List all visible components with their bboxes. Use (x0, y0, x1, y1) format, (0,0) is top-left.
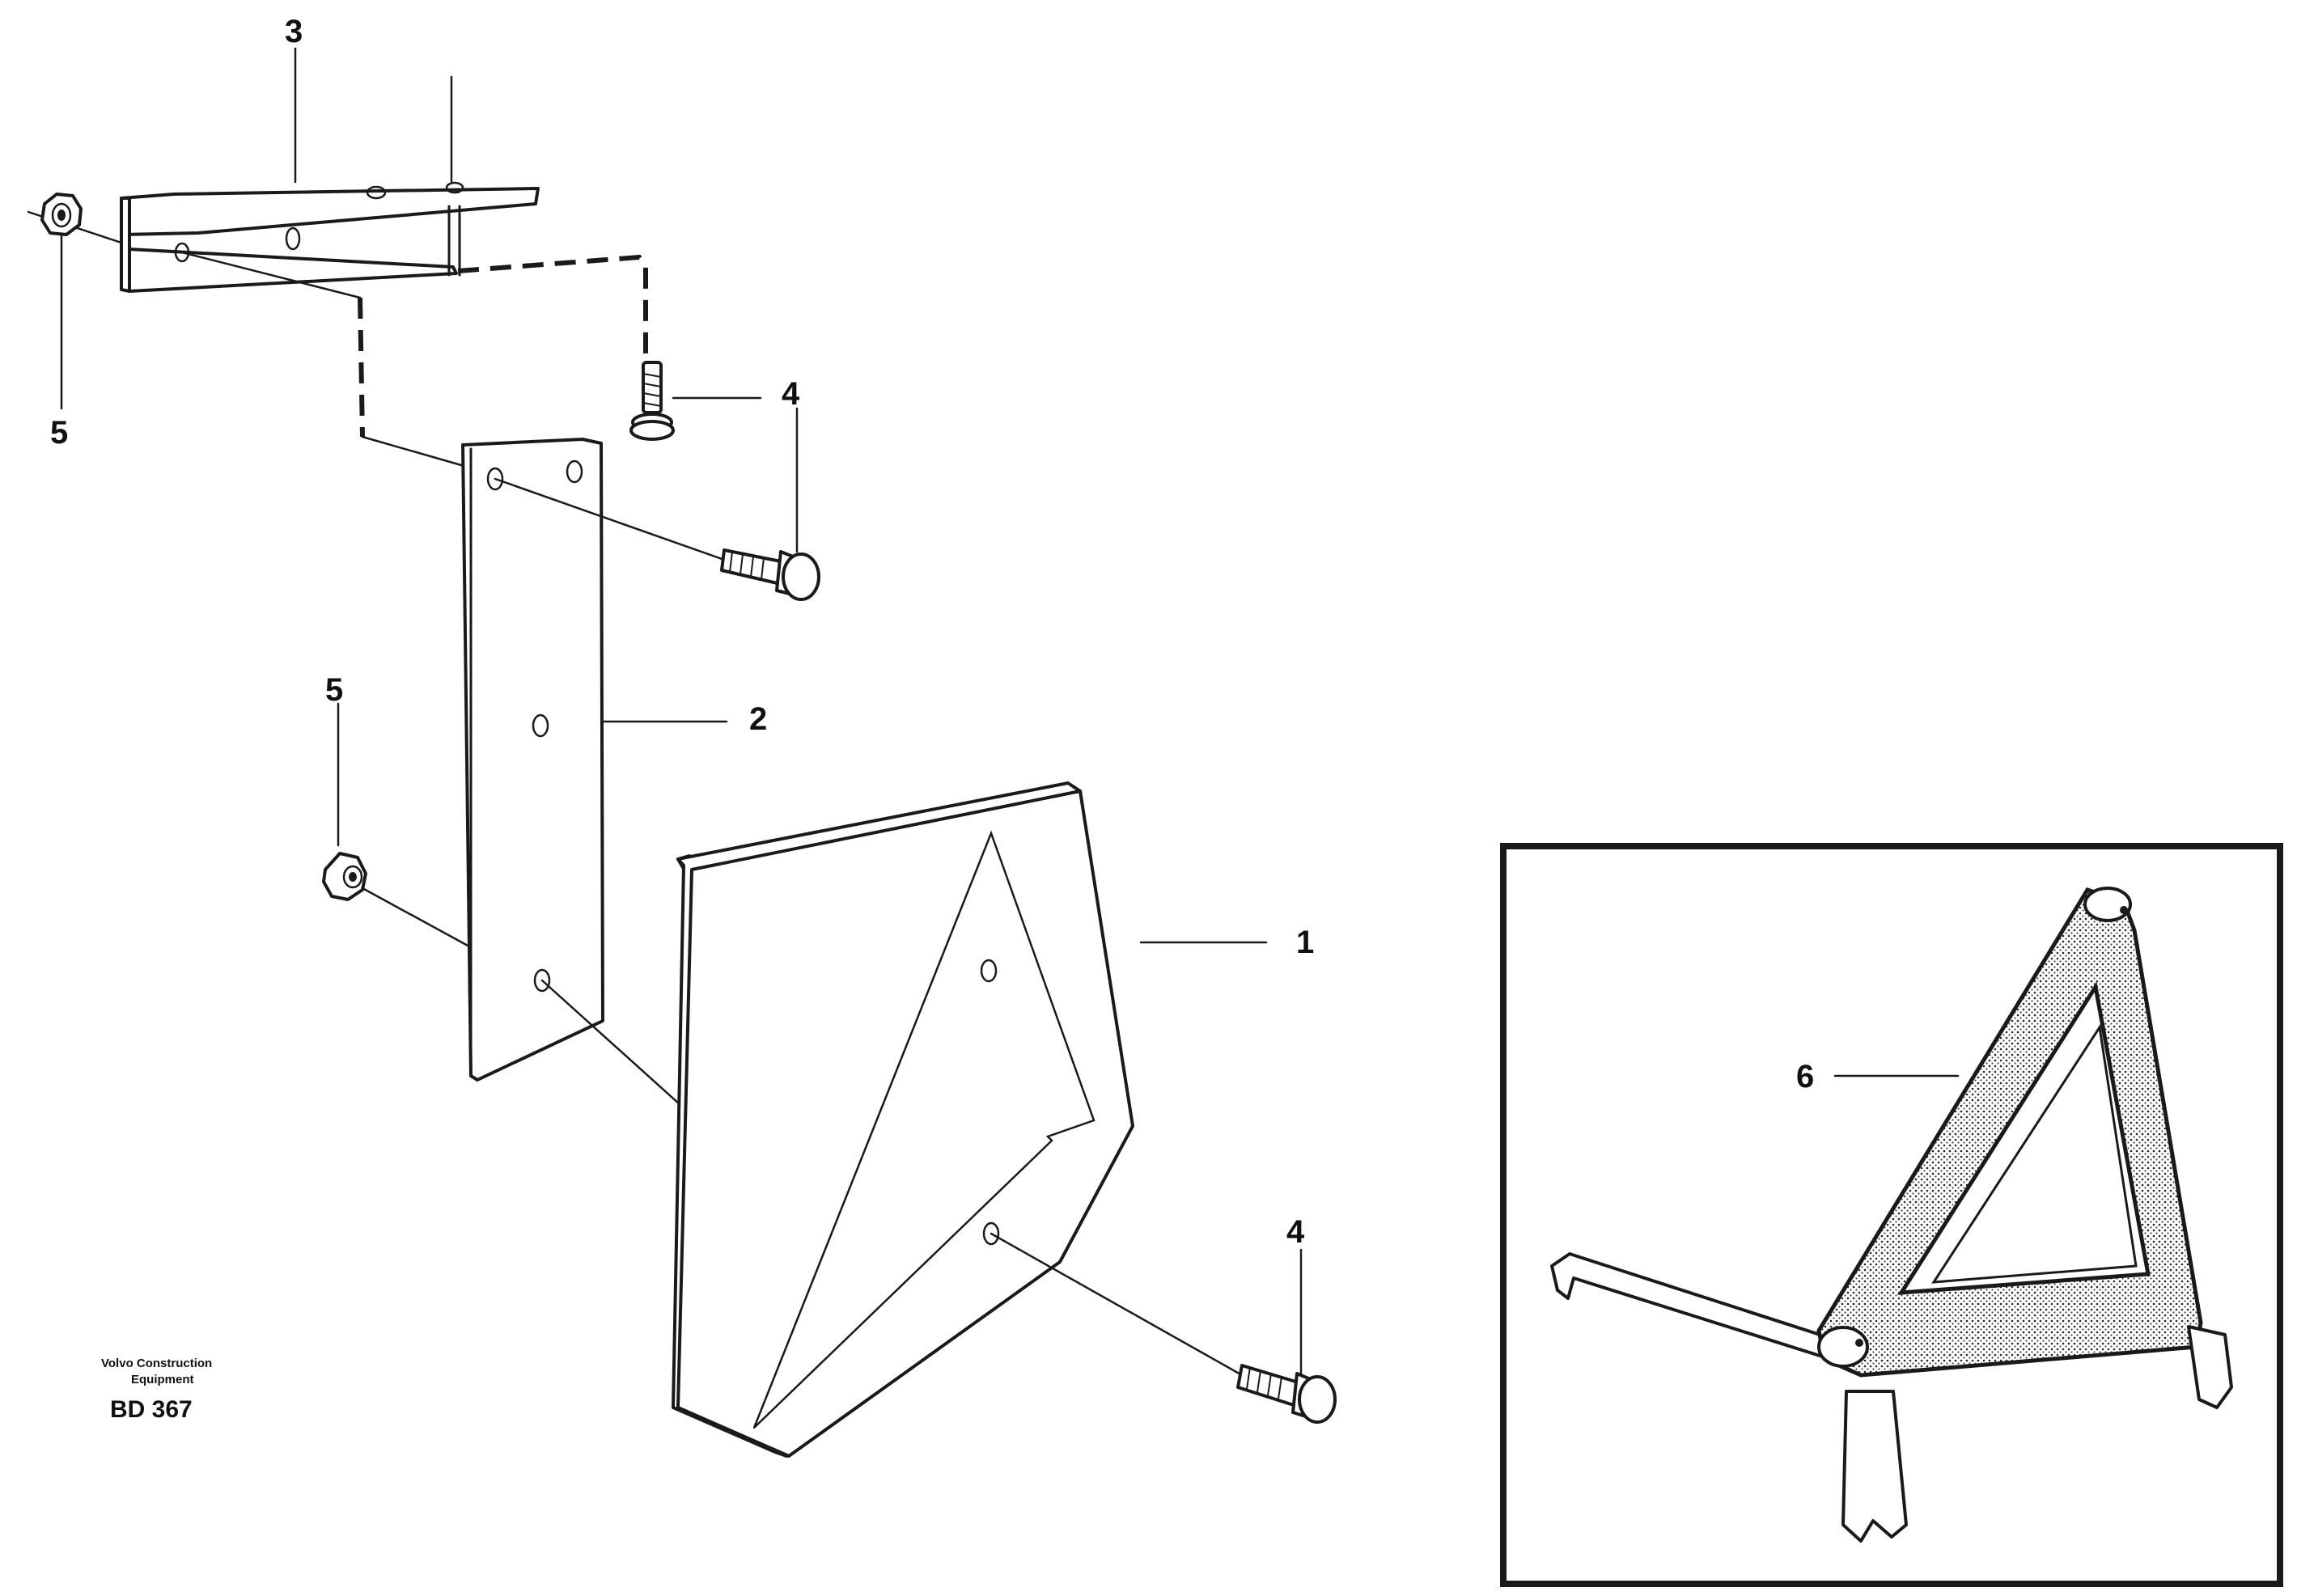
angle-bracket-icon (120, 181, 540, 293)
callout-1: 1 (1296, 925, 1314, 960)
callout-6: 6 (1796, 1059, 1814, 1094)
screw-icon (629, 361, 675, 441)
mounting-strip-icon (461, 438, 604, 1082)
warning-triangle-icon (1550, 887, 2233, 1543)
screw-icon (1236, 1364, 1337, 1424)
screw-icon (720, 548, 820, 601)
nut-icon (322, 852, 367, 901)
company-name-line1: Volvo Construction (101, 1357, 212, 1370)
nut-icon (40, 193, 83, 236)
callout-4-upper: 4 (782, 376, 800, 412)
company-name-line2: Equipment (131, 1373, 194, 1386)
callout-3: 3 (285, 14, 303, 49)
reflector-plate-icon (672, 781, 1134, 1458)
drawing-code: BD 367 (110, 1396, 193, 1423)
callout-5-middle: 5 (325, 672, 343, 708)
callout-4-lower: 4 (1286, 1214, 1305, 1250)
callout-5-upper: 5 (50, 415, 68, 451)
callout-2: 2 (749, 701, 767, 737)
